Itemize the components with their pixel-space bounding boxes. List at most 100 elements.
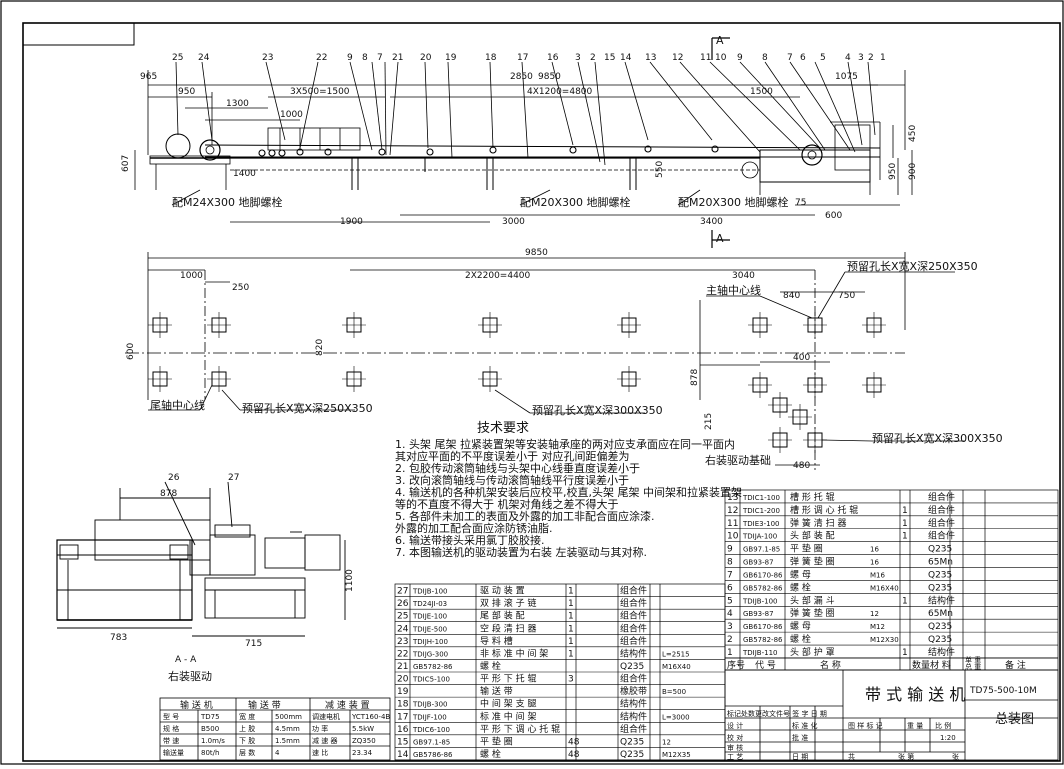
spec-cell: 上 胶 (239, 724, 255, 733)
bom-cell-name: 标 准 中 间 架 (480, 710, 536, 722)
bom-cell-name: 槽 形 调 心 托 辊 (790, 504, 858, 516)
bom-cell-qty: 1 (902, 506, 908, 516)
drawing-code: TD75-500-10M (969, 686, 1037, 696)
bom-cell-no: 20 (397, 675, 409, 685)
spec-cell: 80t/h (201, 749, 219, 757)
bom-cell-mat: 65Mn (928, 609, 953, 619)
hole-label-1: 预留孔长X宽X深250X350 (242, 401, 373, 415)
bolt-label-1: 配M24X300 地脚螺栓 (172, 195, 283, 209)
spec-cell: 5.5kW (352, 725, 374, 733)
plan-dim-1000: 1000 (180, 271, 203, 281)
spec-cell: 500mm (275, 713, 302, 721)
dim-3x500: 3X500=1500 (290, 87, 350, 97)
bom-cell-qty: 1 (568, 649, 574, 659)
bom-cell-code: TD24JI-03 (412, 600, 447, 608)
bom-cell-note: L=3000 (662, 713, 690, 721)
bom-header-unit-weight: 单 重 (965, 655, 981, 664)
part-number-row: 25 24 23 22 9 8 7 21 20 19 18 17 16 3 2 … (172, 53, 886, 63)
bom-cell-no: 27 (397, 587, 408, 597)
bom-cell-qty: 1 (568, 624, 574, 634)
bom-header-name: 名 称 (820, 659, 841, 671)
part-no: 24 (198, 53, 210, 63)
bom-cell-no: 25 (397, 612, 408, 622)
plan-dim-400: 400 (793, 353, 810, 363)
spec-cell: ZQ350 (352, 737, 376, 745)
spec-cell: 4 (275, 749, 280, 757)
part-no: 7 (377, 53, 383, 63)
bom-header-total-weight: 总 重 (965, 662, 981, 671)
inner-border (22, 22, 1061, 762)
bom-cell-code: TDIJE-500 (412, 625, 447, 633)
spec-header: 减 速 装 置 (325, 699, 370, 711)
bom-header-qty: 数量 (912, 659, 930, 671)
plan-dim-480: 480 (793, 461, 810, 471)
bom-cell-code: TDIJB-300 (412, 701, 447, 709)
bom-cell-code: GB5782-86 (413, 663, 453, 671)
spec-cell: 下 胶 (239, 736, 255, 745)
bom-cell-note: M16X40 (662, 663, 691, 671)
bom-cell-qty: 1 (568, 637, 574, 647)
bom-cell-name: 弹 簧 清 扫 器 (790, 517, 846, 529)
part-no: 21 (392, 53, 403, 63)
spec-cell: 功 率 (312, 724, 328, 733)
part-no: 19 (445, 53, 457, 63)
bom-cell-no: 16 (397, 725, 409, 735)
bom-cell-mat: 65Mn (928, 558, 953, 568)
bolt-label-3: 配M20X300 地脚螺栓 (678, 195, 789, 209)
plan-dim-3040: 3040 (732, 271, 755, 281)
bom-cell-no: 10 (727, 532, 739, 542)
part-no: 6 (800, 53, 806, 63)
sheet-total-label: 共 (848, 752, 855, 761)
bom-cell-no: 22 (397, 649, 408, 659)
bom-cell-code: TDIJB-110 (742, 649, 777, 657)
part-no: 14 (620, 53, 632, 63)
drive-dim-878: 878 (160, 489, 177, 499)
part-no: 11 (700, 53, 711, 63)
bom-cell-name: 平 形 下 托 辊 (480, 673, 536, 685)
drive-dim-715: 715 (245, 639, 262, 649)
weight-label: 重 量 (907, 722, 923, 730)
spec-cell: 减 速 器 (312, 736, 337, 745)
drive-section-view (56, 481, 346, 637)
bom-cell-name: 导 料 槽 (480, 635, 513, 647)
part-no: 20 (420, 53, 432, 63)
process-label: 工 艺 (727, 753, 743, 761)
sheet-end-label: 张 (952, 752, 959, 761)
dim-607: 607 (121, 155, 131, 172)
bom-cell-qty: 1 (568, 612, 574, 622)
bom-cell-name: 螺 栓 (790, 633, 811, 645)
bom-cell-name: 头 部 护 罩 (790, 646, 835, 658)
bom-cell-code: TDIC5-100 (412, 676, 450, 684)
plan-dim-750: 750 (838, 291, 855, 301)
bom-cell-note: M12 (870, 623, 885, 631)
dim-h950: 950 (888, 163, 898, 180)
bom-cell-code: TDIJH-100 (412, 638, 448, 646)
bolt-label-2: 配M20X300 地脚螺栓 (520, 195, 631, 209)
tech-item: 7. 本图输送机的驱动装置为右装 左装驱动与其对称. (395, 545, 647, 559)
hole-label-2: 预留孔长X宽X深250X350 (847, 259, 978, 273)
bom-cell-no: 12 (727, 506, 738, 516)
part-no: 16 (547, 53, 559, 63)
bom-cell-no: 6 (727, 583, 733, 593)
spec-table (159, 697, 391, 761)
bom-cell-note: 16 (870, 559, 879, 567)
part-26: 26 (168, 473, 180, 483)
spec-header: 输 送 带 (248, 699, 281, 711)
part-no: 25 (172, 53, 183, 63)
plan-dim-215: 215 (704, 413, 714, 430)
sheet-number-label: 张 第 (898, 752, 914, 761)
dim-4x1200: 4X1200=4800 (527, 87, 593, 97)
date-label: 日 期 (792, 753, 808, 761)
dim-1400: 1400 (233, 169, 256, 179)
spec-cell: 4.5mm (275, 725, 300, 733)
bom-header-code: 代 号 (755, 660, 776, 671)
scale-value: 1:20 (940, 734, 956, 742)
drawing-title: 带 式 输 送 机 (865, 685, 965, 704)
bom-cell-name: 尾 部 装 配 (480, 610, 525, 622)
tech-title: 技术要求 (477, 421, 529, 436)
dim-550: 550 (655, 161, 665, 178)
bom-cell-note: 12 (870, 610, 879, 618)
title-block-grid (724, 669, 1059, 761)
